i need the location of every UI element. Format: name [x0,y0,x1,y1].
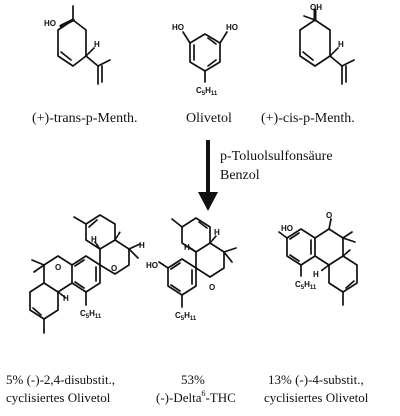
reactant-name-olivetol: Olivetol [186,111,232,126]
hydrogen-label: H [184,243,190,252]
ring-oxygen-label: O [55,263,61,272]
product3-caption-line1: 13% (-)-4-substit., [268,372,364,387]
hydrogen-label: H [214,228,220,237]
hydroxyl-label: HO [146,261,158,270]
pentyl-label: C5H11 [175,311,197,322]
hydroxyl-label: HO [172,23,184,32]
hydrogen-label: H [338,40,344,49]
cis-p-menthadienol-structure: OH H [299,3,355,85]
hydrogen-label: H [94,40,100,49]
hydrogen-label: H [91,235,97,244]
product1-caption-line2: cyclisiertes Olivetol [6,390,111,405]
pentyl-label: C5H11 [295,280,317,291]
hydroxyl-label: OH [310,3,322,12]
hydroxyl-label: HO [226,23,238,32]
hydrogen-label: H [139,241,145,250]
olivetol-structure: HO HO C5H11 [172,23,238,97]
delta6-thc-structure: HO H H O C5H11 [146,217,237,322]
hydroxyl-label: HO [281,224,293,233]
hydrogen-label: H [313,270,319,279]
reactant-name-cis: (+)-cis-p-Menth. [261,111,355,126]
reagent-label: p-Toluolsulfonsäure [220,149,333,164]
product2-name: (-)-Delta6-THC [156,389,236,405]
ring-oxygen-label: O [326,211,332,220]
reactant-name-trans: (+)-trans-p-Menth. [32,111,137,126]
hydroxyl-label: HO [44,19,56,28]
product2-yield: 53% [181,372,205,387]
trans-p-menthadienol-structure: HO H [44,5,111,85]
product1-caption-line1: 5% (-)-2,4-disubstit., [6,372,115,387]
reaction-arrow [198,140,218,211]
product3-caption-line2: cyclisiertes Olivetol [264,390,369,405]
pentyl-label: C5H11 [196,86,218,97]
hydrogen-label: H [63,294,69,303]
disubstituted-product-structure: H H O O H C5H11 [29,214,145,334]
monosubstituted-product-structure: HO O H C5H11 [278,211,358,306]
ring-oxygen-label: O [209,283,215,292]
ring-oxygen-label: O [111,264,117,273]
solvent-label: Benzol [220,168,260,183]
pentyl-label: C5H11 [80,309,102,320]
